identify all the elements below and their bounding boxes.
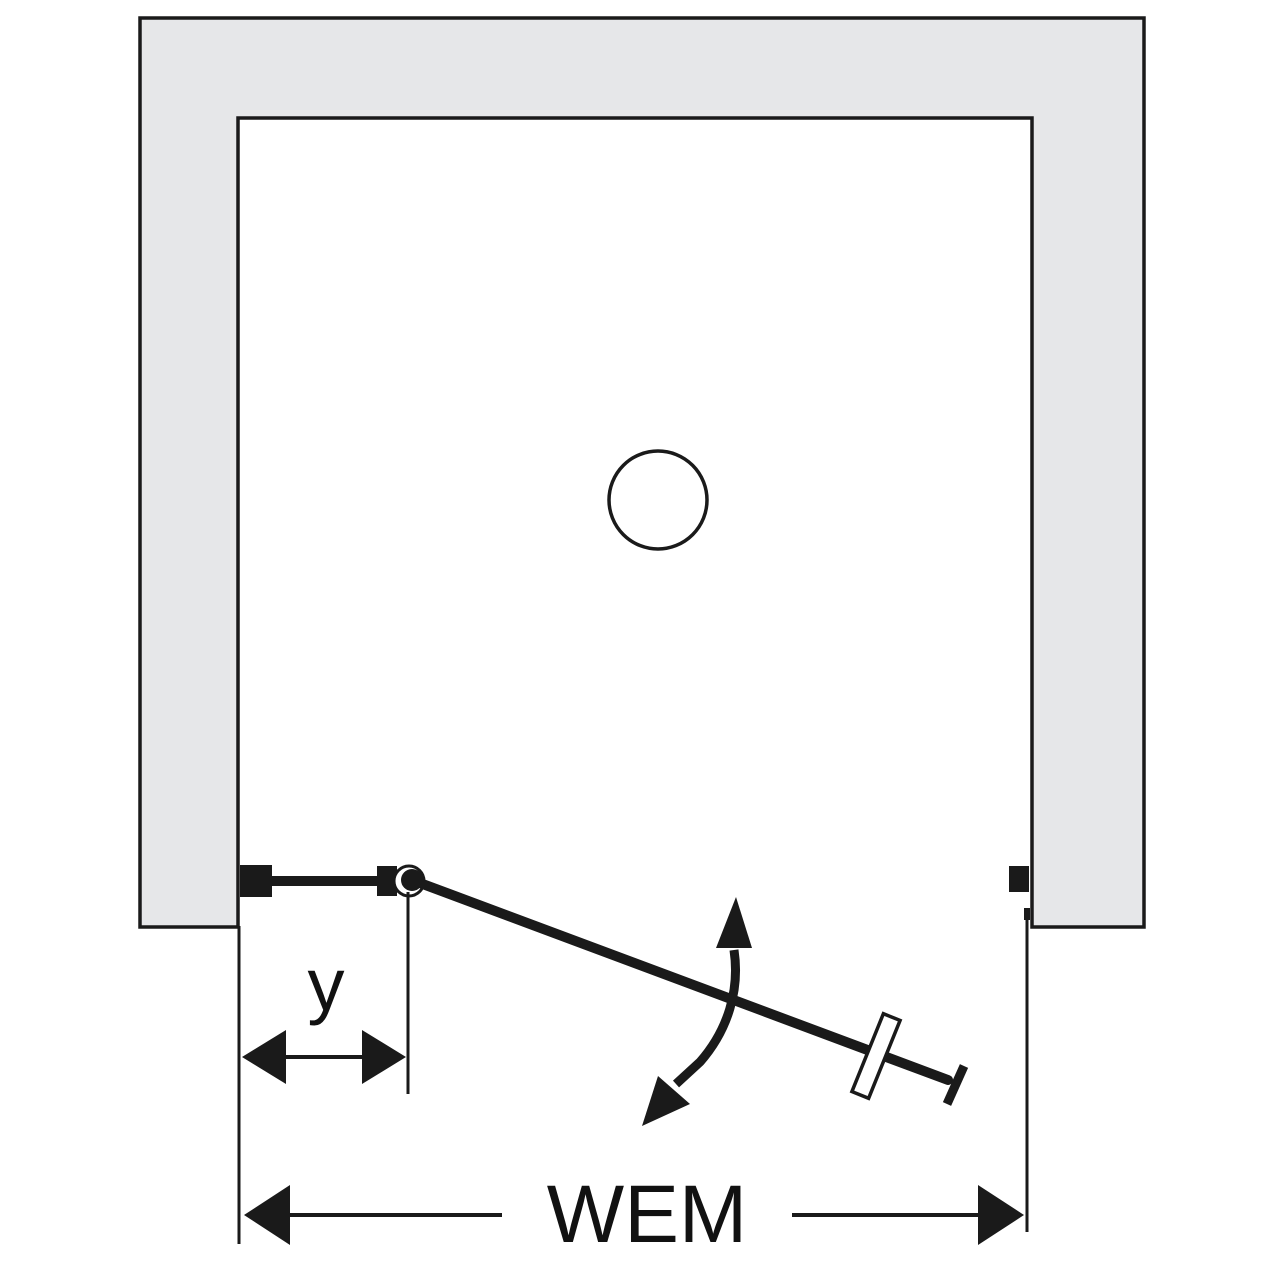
dimension-wem: [244, 1185, 1024, 1245]
dimension-label-wem: WEM: [547, 1169, 747, 1260]
handle-icon: [849, 1011, 903, 1101]
right-wall-profile-edge: [1024, 908, 1030, 920]
dimension-label-y: y: [308, 943, 345, 1026]
hinge-icon: [377, 864, 426, 898]
swing-door-panel: [407, 875, 953, 1085]
drain-icon: [607, 449, 709, 551]
left-wall-profile: [240, 865, 272, 897]
double-curved-arrow-icon: [642, 897, 752, 1126]
right-wall-profile: [1009, 866, 1029, 892]
wall-enclosure: [138, 16, 1146, 929]
dimension-y: [242, 1030, 406, 1084]
door-end-stop: [942, 1064, 969, 1106]
